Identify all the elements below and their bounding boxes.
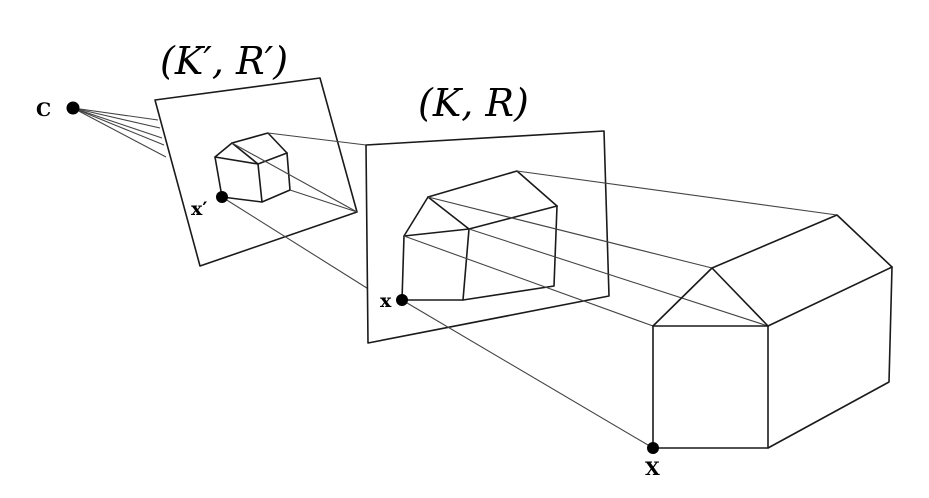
- far-image-point: [396, 294, 408, 306]
- far-plane-house: [401, 170, 558, 301]
- camera-center-point: [66, 101, 80, 115]
- near-plane-house: [214, 132, 291, 203]
- world-house: [652, 214, 893, 449]
- far-image-point-label: x: [380, 290, 392, 312]
- world-rays: [401, 170, 838, 449]
- near-image-point: [216, 191, 228, 203]
- camera-rays: [72, 107, 167, 158]
- world-point-label: X: [645, 458, 660, 480]
- near-plane-rays: [221, 132, 371, 291]
- near-plane-params-label: (K′, R′): [160, 39, 288, 83]
- near-image-point-label: x′: [191, 198, 207, 220]
- far-plane-params-label: (K, R): [418, 81, 529, 125]
- near-image-plane: [154, 77, 358, 267]
- camera-center-label: C: [36, 99, 51, 121]
- world-point: [647, 442, 659, 454]
- far-image-plane: [365, 130, 610, 344]
